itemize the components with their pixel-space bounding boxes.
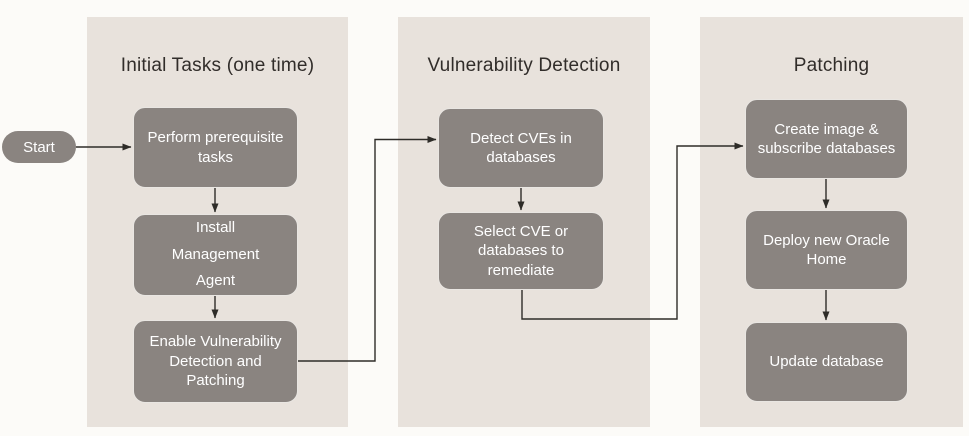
start-node: Start bbox=[2, 131, 76, 163]
flow-box-create-image-subscribe-databases: Create image & subscribe databases bbox=[745, 99, 908, 179]
column-title-initial-tasks: Initial Tasks (one time) bbox=[120, 55, 315, 76]
flow-box-install-management-agent: Install Management Agent bbox=[133, 214, 298, 296]
column-title-patching: Patching bbox=[793, 55, 870, 76]
flow-box-select-cve-or-databases-to-remediate: Select CVE or databases to remediate bbox=[438, 212, 604, 290]
flow-box-detect-cves-in-databases: Detect CVEs in databases bbox=[438, 108, 604, 188]
column-title-vulnerability-detection: Vulnerability Detection bbox=[427, 55, 621, 76]
flow-box-perform-prerequisite-tasks: Perform prerequisite tasks bbox=[133, 107, 298, 188]
flow-box-update-database: Update database bbox=[745, 322, 908, 402]
flow-box-enable-vulnerability-detection-patching: Enable Vulnerability Detection and Patch… bbox=[133, 320, 298, 403]
flow-box-deploy-new-oracle-home: Deploy new Oracle Home bbox=[745, 210, 908, 290]
